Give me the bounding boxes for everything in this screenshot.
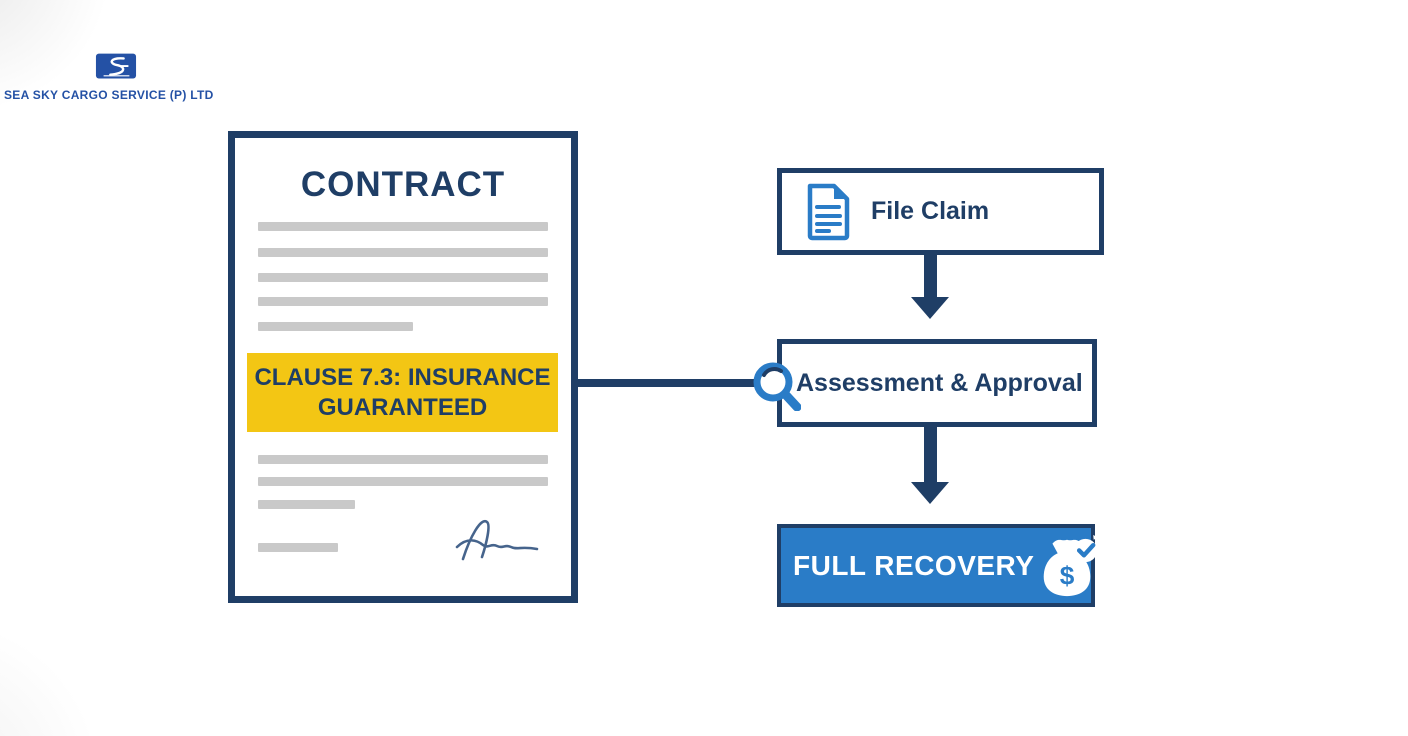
down-arrow [924, 426, 937, 484]
document-icon [807, 183, 850, 240]
flow-step-file-claim: File Claim [777, 168, 1104, 255]
step-label-file-claim: File Claim [871, 197, 990, 225]
flow-step-assessment: Assessment & Approval [777, 339, 1097, 427]
text-line-placeholder [258, 455, 548, 464]
company-name: SEA SKY CARGO SERVICE (P) LTD [4, 88, 214, 102]
magnifier-icon [753, 362, 801, 411]
money-bag-check-icon: $ [1044, 534, 1099, 596]
text-line-placeholder [258, 477, 548, 486]
contract-to-assessment-connector [574, 379, 760, 387]
down-arrow [924, 255, 937, 299]
clause-highlight: CLAUSE 7.3: INSURANCE GUARANTEED [247, 353, 558, 432]
text-line-placeholder [258, 322, 413, 331]
down-arrow-head [911, 482, 949, 504]
text-line-placeholder [258, 222, 548, 231]
sea-sky-logo-icon [95, 53, 137, 79]
money-symbol: $ [1060, 560, 1075, 590]
text-line-placeholder [258, 248, 548, 257]
contract-title: CONTRACT [300, 165, 506, 204]
text-line-placeholder [258, 273, 548, 282]
text-line-placeholder [258, 500, 355, 509]
down-arrow-head [911, 297, 949, 319]
signature-icon [455, 519, 539, 561]
contract-document: CONTRACT CLAUSE 7.3: INSURANCE GUARANTEE… [228, 131, 578, 603]
clause-line-1: CLAUSE 7.3: INSURANCE [254, 363, 551, 391]
step-label-assessment: Assessment & Approval [796, 368, 1083, 397]
text-line-placeholder [258, 543, 338, 552]
clause-line-2: GUARANTEED [317, 393, 488, 421]
text-line-placeholder [258, 297, 548, 306]
flow-step-full-recovery: FULL RECOVERY $ [777, 524, 1099, 607]
step-label-full-recovery: FULL RECOVERY [793, 549, 1035, 581]
